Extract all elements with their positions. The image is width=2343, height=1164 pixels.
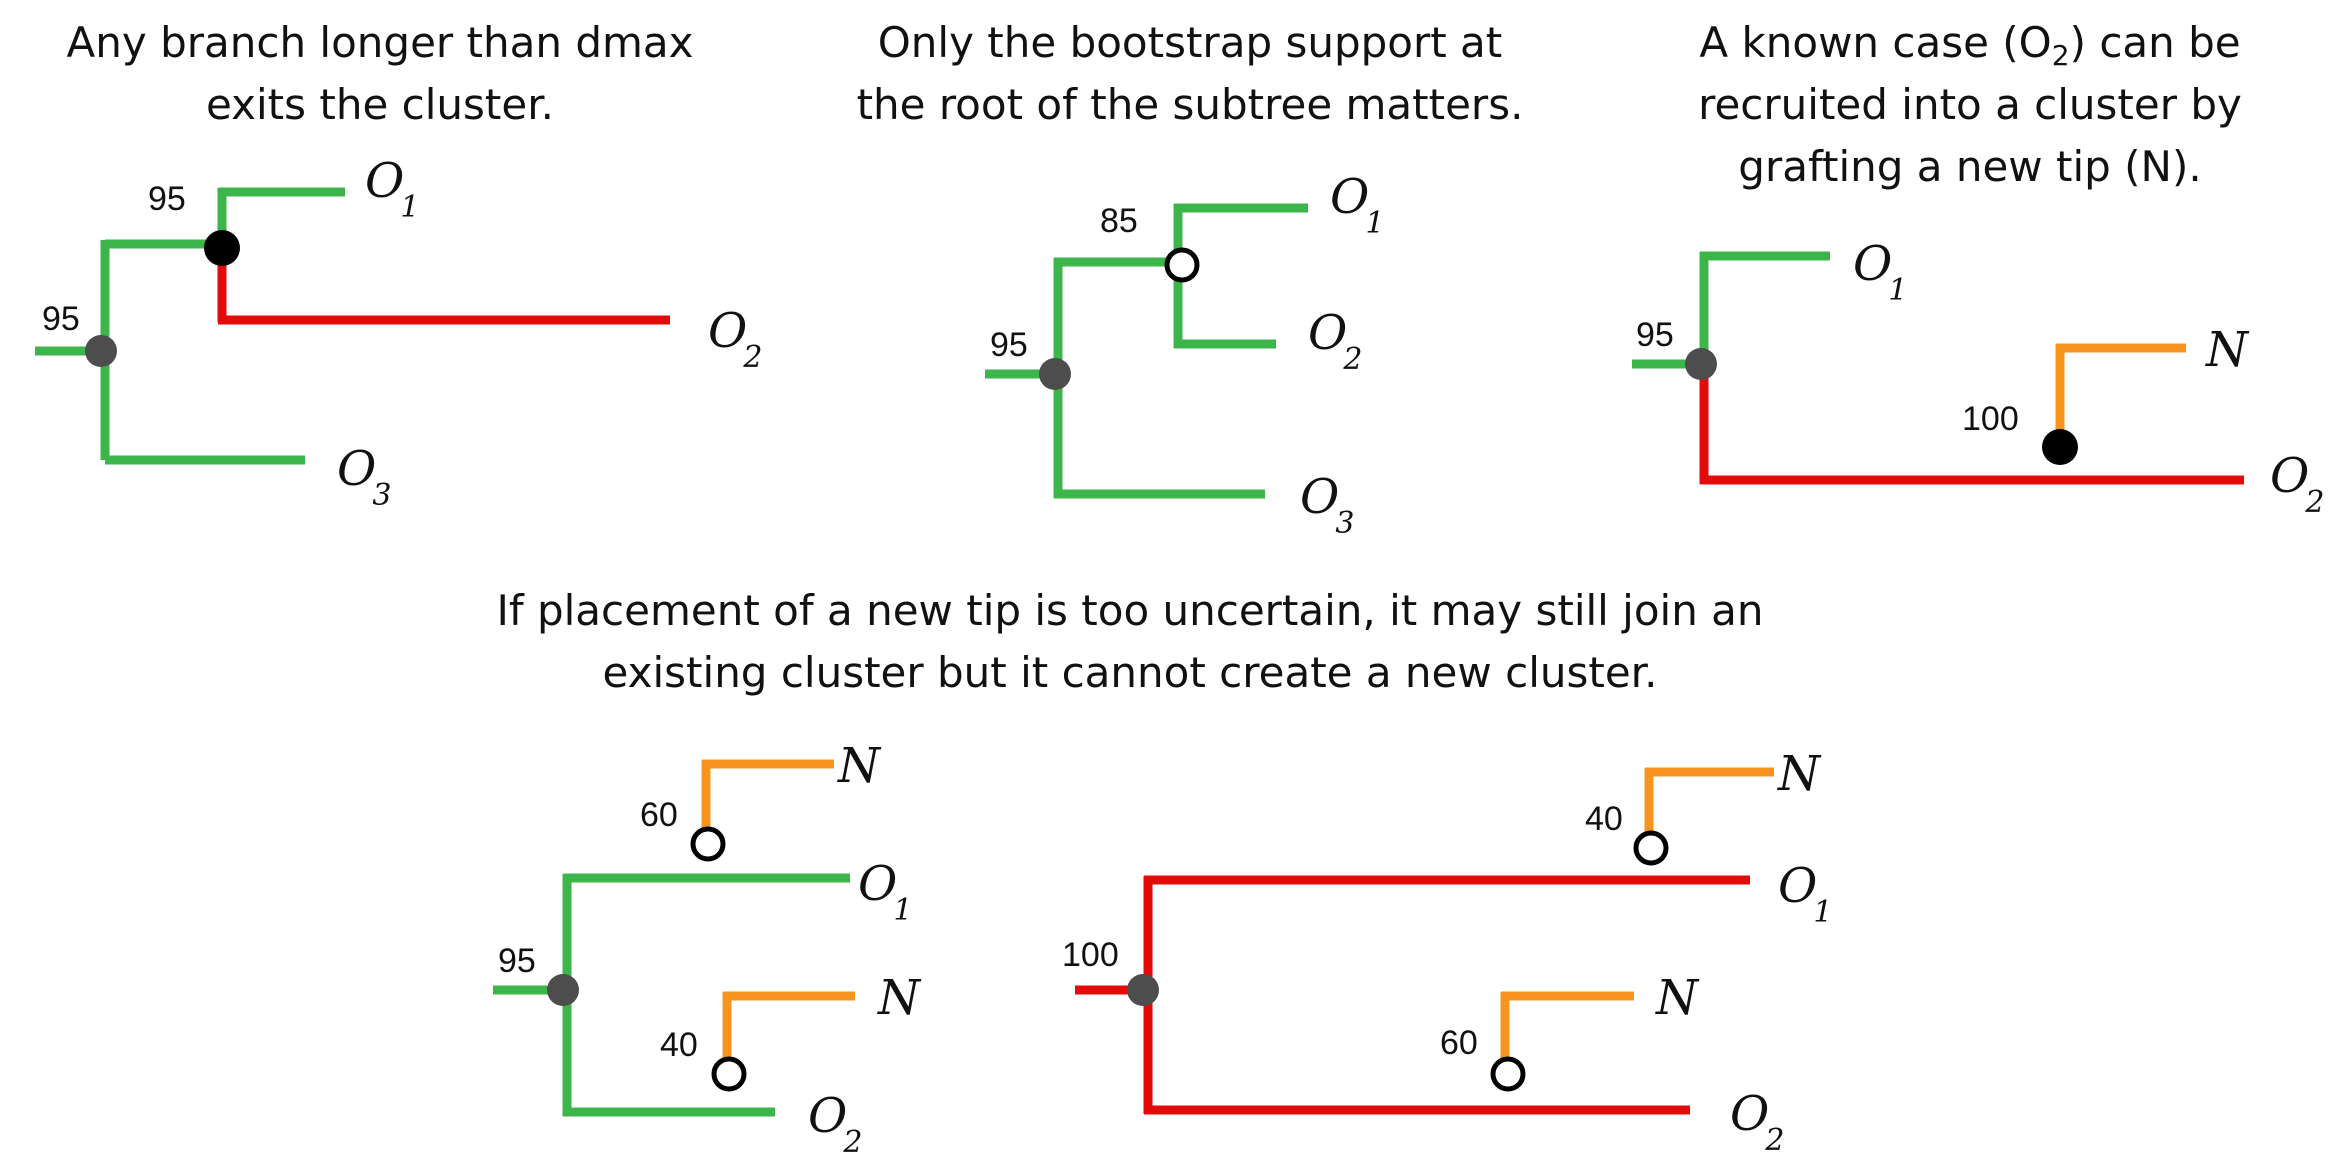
p2-tip-O3-sub: 3	[1335, 506, 1354, 541]
tree-panel-4a: 95 60 40 N O1 N O2	[493, 738, 922, 1160]
p1-inner-support: 95	[148, 180, 186, 218]
p2-tip-O1-sub: 1	[1365, 206, 1384, 241]
p2-root-node	[1039, 358, 1071, 390]
p3-tip-O1: O1	[1853, 236, 1907, 308]
p4b-tip-O1-letter: O	[1778, 858, 1817, 914]
p4a-tip-O2-letter: O	[808, 1088, 847, 1144]
p4b-tip-O2-letter: O	[1730, 1086, 1769, 1142]
p3-root-support: 95	[1636, 316, 1674, 354]
p1-tip-O3-sub: 3	[372, 478, 391, 513]
p2-tip-O1: O1	[1330, 169, 1384, 241]
p1-inner-node	[204, 230, 240, 266]
p1-tip-O2: O2	[708, 303, 762, 375]
p4b-tip-N-top: N	[1777, 746, 1822, 802]
p3-graft-node	[2042, 429, 2078, 465]
p3-tip-O1-letter: O	[1853, 236, 1892, 292]
caption-recruitment-sub: 2	[2051, 39, 2070, 72]
p2-inner-node	[1164, 247, 1200, 283]
p4a-bottom-support: 40	[660, 1026, 698, 1064]
p1-tip-O3: O3	[337, 441, 391, 513]
p4b-bottom-support: 60	[1440, 1024, 1478, 1062]
p3-tip-O2: O2	[2270, 448, 2324, 520]
p2-tip-O2-sub: 2	[1342, 342, 1362, 377]
p4b-tip-O2: O2	[1730, 1086, 1784, 1158]
tree-panel-2: 95 85 O1 O2 O3	[985, 169, 1384, 541]
caption-uncertain-placement: If placement of a new tip is too uncerta…	[496, 586, 1764, 697]
p4b-bottom-graft-node	[1490, 1056, 1526, 1092]
p2-tip-O1-letter: O	[1330, 169, 1369, 225]
caption-recruitment-pre: A known case (O	[1699, 18, 2052, 67]
p4b-top-graft-node	[1633, 830, 1669, 866]
p3-root-node	[1685, 348, 1717, 380]
p4b-tip-O1-sub: 1	[1813, 895, 1832, 930]
p2-tip-O2: O2	[1308, 305, 1362, 377]
p4b-top-support: 40	[1585, 800, 1623, 838]
p4a-tip-O1: O1	[858, 856, 912, 928]
p3-tip-N: N	[2205, 322, 2250, 378]
p3-graft-support: 100	[1962, 400, 2019, 438]
p4a-tip-O1-letter: O	[858, 856, 897, 912]
p4a-bottom-graft-node	[711, 1056, 747, 1092]
p1-tip-O1-sub: 1	[400, 190, 419, 225]
p4a-root-support: 95	[498, 942, 536, 980]
p4a-tip-N-top: N	[837, 738, 882, 794]
tree-panel-4b: 100 40 60 N O1 N O2	[1062, 746, 1832, 1158]
p2-inner-support: 85	[1100, 202, 1138, 240]
p1-root-node	[85, 335, 117, 367]
p4b-root-node	[1127, 974, 1159, 1006]
p4b-tip-O1: O1	[1778, 858, 1832, 930]
p4b-tip-O2-sub: 2	[1764, 1123, 1784, 1158]
p2-root-support: 95	[990, 326, 1028, 364]
p1-tip-O3-letter: O	[337, 441, 376, 497]
caption-recruitment-rest: recruited into a cluster by grafting a n…	[1698, 80, 2242, 191]
tree-panel-1: 95 95 O1 O2 O3	[35, 153, 762, 513]
p4a-tip-O2: O2	[808, 1088, 862, 1160]
p1-tip-O1: O1	[365, 153, 419, 225]
p2-tip-O3-letter: O	[1300, 469, 1339, 525]
p4a-root-node	[547, 974, 579, 1006]
p1-tip-O2-sub: 2	[742, 340, 762, 375]
caption-recruitment: A known case (O2) can be recruited into a…	[1620, 12, 2320, 198]
p2-tip-O3: O3	[1300, 469, 1354, 541]
p4a-tip-O2-sub: 2	[842, 1125, 862, 1160]
p4a-top-support: 60	[640, 796, 678, 834]
p3-tip-O2-letter: O	[2270, 448, 2309, 504]
p3-tip-O2-sub: 2	[2304, 485, 2324, 520]
caption-recruitment-post: ) can be	[2069, 18, 2241, 67]
caption-branch-length: Any branch longer than dmax exits the cl…	[66, 18, 694, 129]
p1-root-support: 95	[42, 300, 80, 338]
tree-panel-3: 95 100 O1 N O2	[1632, 236, 2324, 520]
p4a-top-graft-node	[690, 826, 726, 862]
p2-tip-O2-letter: O	[1308, 305, 1347, 361]
p1-tip-O1-letter: O	[365, 153, 404, 209]
p4a-tip-N-bottom: N	[877, 970, 922, 1026]
caption-bootstrap-support: Only the bootstrap support at the root o…	[856, 18, 1524, 129]
p1-tip-O2-letter: O	[708, 303, 747, 359]
p3-tip-O1-sub: 1	[1888, 273, 1907, 308]
p4b-root-support: 100	[1062, 936, 1119, 974]
p4a-tip-O1-sub: 1	[893, 893, 912, 928]
p4b-tip-N-bottom: N	[1655, 970, 1700, 1026]
